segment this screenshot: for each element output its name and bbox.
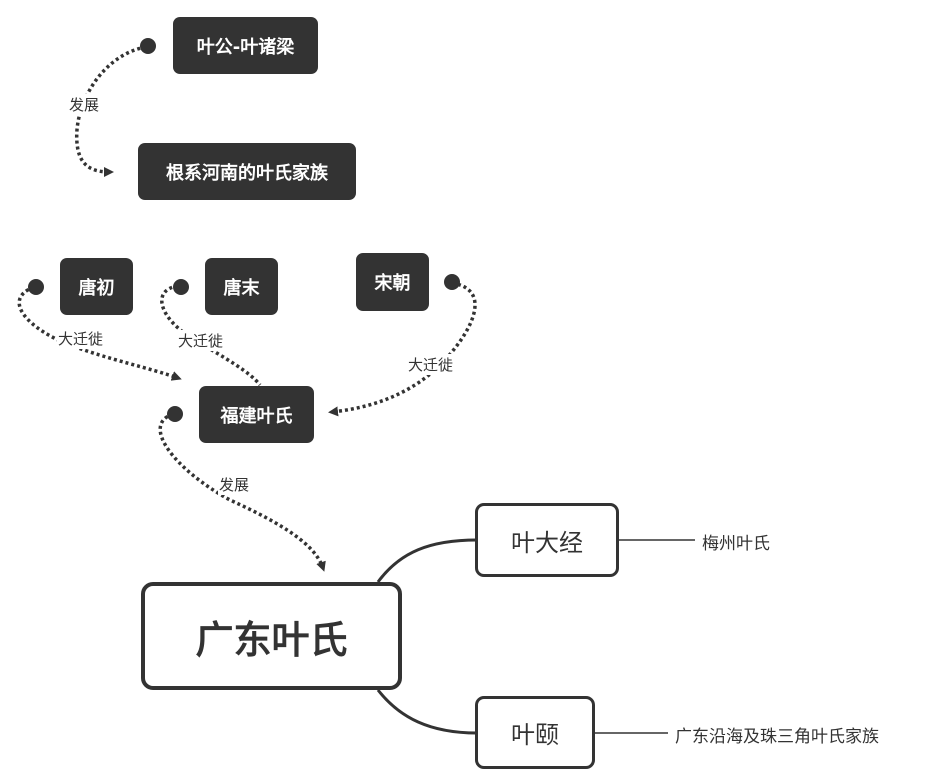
topic-henan[interactable]: 根系河南的叶氏家族 (138, 143, 356, 200)
branch-connector-yedajing (376, 538, 478, 583)
topic-fujian[interactable]: 福建叶氏 (199, 386, 314, 443)
topic-yegong[interactable]: 叶公-叶诸梁 (173, 17, 318, 74)
subtopic-yedajing[interactable]: 叶大经 (475, 503, 619, 577)
topic-tangchu[interactable]: 唐初 (60, 258, 133, 315)
relationship-start-dot-songchao (444, 274, 460, 290)
relationship-start-dot-fujian (167, 406, 183, 422)
edge-label-yegong-henan: 发展 (68, 94, 101, 115)
edge-label-songchao-fujian: 大迁徙 (407, 354, 455, 375)
relationship-start-dot-tangchu (28, 279, 44, 295)
subtopic-yeyi[interactable]: 叶颐 (475, 696, 595, 769)
central-topic[interactable]: 广东叶氏 (141, 582, 402, 690)
relationship-start-dot-tangmo (173, 279, 189, 295)
leaf-coastal[interactable]: 广东沿海及珠三角叶氏家族 (675, 727, 879, 747)
relationship-arrow-yegong-henan (75, 45, 147, 177)
topic-songchao[interactable]: 宋朝 (356, 253, 429, 311)
edge-label-fujian-central: 发展 (218, 474, 251, 495)
edge-label-tangmo-fujian: 大迁徙 (177, 330, 225, 351)
edge-label-tangchu-fujian: 大迁徙 (57, 328, 105, 349)
leaf-meizhou[interactable]: 梅州叶氏 (702, 534, 770, 554)
branch-connector-yeyi (376, 689, 478, 735)
relationship-start-dot-yegong (140, 38, 156, 54)
topic-tangmo[interactable]: 唐末 (205, 258, 278, 315)
